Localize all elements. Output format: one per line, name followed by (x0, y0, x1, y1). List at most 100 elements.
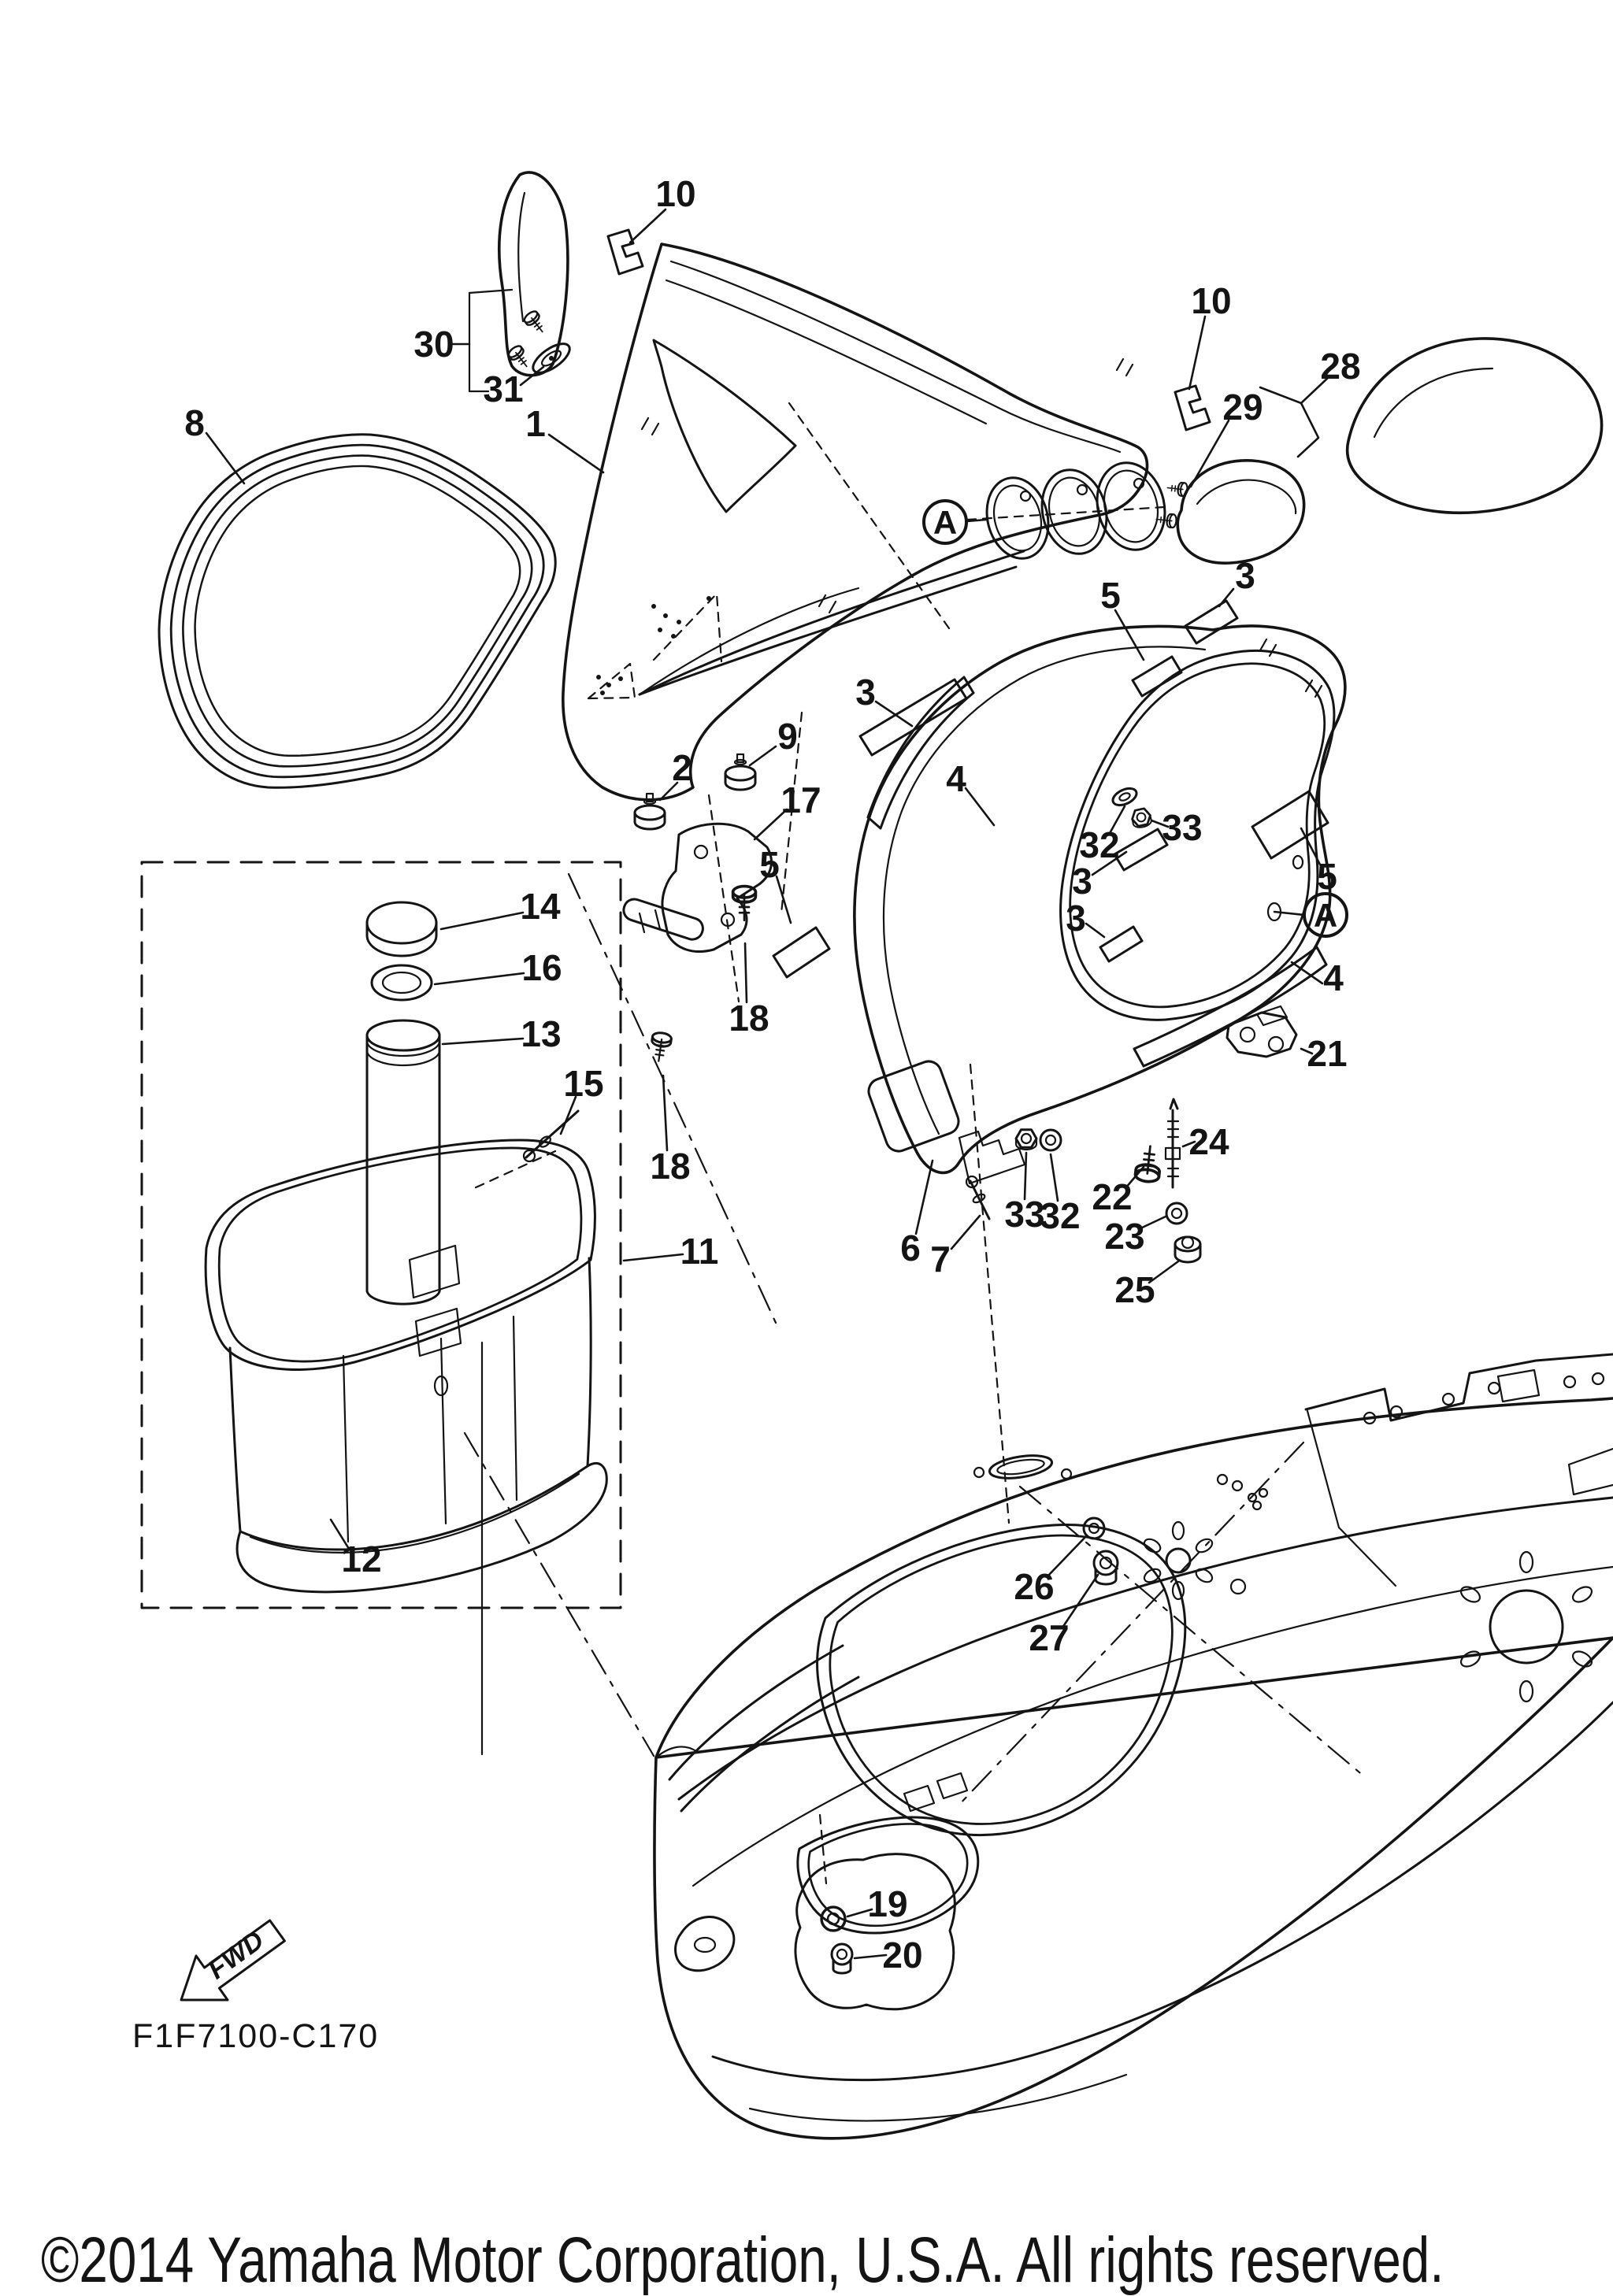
callout-leader (662, 1074, 669, 1152)
pad-5a (1131, 655, 1183, 698)
callout-label-30: 30 (413, 324, 454, 365)
clip-10b (1174, 384, 1211, 431)
callout-leader (1061, 1573, 1099, 1629)
latch-hardware (1133, 1005, 1298, 1264)
deck-fragment (1143, 1353, 1613, 1703)
engine-hood (562, 243, 1189, 802)
clip-10a (606, 228, 644, 276)
callout-leader (439, 911, 525, 931)
callout-label-5: 5 (1317, 856, 1337, 897)
callout-label-3: 3 (1072, 861, 1092, 902)
callout-label-16: 16 (521, 947, 562, 988)
callout-label-5: 5 (1100, 575, 1121, 616)
copyright-line: ©2014 Yamaha Motor Corporation, U.S.A. A… (41, 2224, 1444, 2296)
strip-3c (1113, 828, 1169, 872)
callout-label-4: 4 (1323, 957, 1344, 998)
callout-label-18: 18 (650, 1146, 690, 1187)
callout-label-23: 23 (1104, 1216, 1144, 1257)
callout-label-2: 2 (672, 747, 692, 788)
callout-label-25: 25 (1114, 1269, 1155, 1310)
trim-4-left (866, 676, 975, 830)
callout-leader (329, 1518, 350, 1550)
callout-label-3: 3 (1235, 555, 1255, 596)
callout-label-21: 21 (1307, 1033, 1347, 1074)
callout-leader (1023, 1151, 1028, 1201)
callout-label-11: 11 (680, 1231, 719, 1272)
callout-leader (1148, 1260, 1180, 1284)
callout-label-3: 3 (855, 672, 876, 713)
callout-leader (1181, 1140, 1196, 1148)
fastener-blob (794, 1853, 956, 2011)
callout-leader (1218, 587, 1235, 608)
callout-label-20: 20 (882, 1935, 922, 1976)
callout-label-4: 4 (946, 758, 966, 799)
fwd-arrow: FWD (180, 1919, 286, 2002)
callout-leader (1150, 819, 1170, 828)
callout-leader (1189, 419, 1230, 488)
callout-label-1: 1 (525, 403, 546, 444)
callout-leader (629, 208, 667, 244)
rivet-7 (965, 1175, 991, 1220)
callout-label-6: 6 (900, 1228, 921, 1268)
callout-label-32: 32 (1040, 1195, 1080, 1236)
callout-label-17: 17 (781, 780, 821, 820)
callout-leader (1085, 922, 1106, 939)
callout-leader (1188, 315, 1207, 391)
callout-leader (1290, 961, 1324, 985)
callout-label-29: 29 (1222, 387, 1263, 428)
callout-leader (743, 942, 748, 1004)
pin-15 (522, 1109, 580, 1163)
callout-leader (433, 972, 525, 986)
grommet-25 (1174, 1235, 1202, 1264)
rear-cowl (1345, 337, 1604, 515)
datum-label-A: A (933, 504, 957, 541)
callout-leader (846, 1908, 873, 1918)
callout-leader (853, 1953, 888, 1960)
callout-leader (559, 1095, 577, 1135)
callout-label-12: 12 (341, 1539, 381, 1579)
callout-leader (1300, 827, 1322, 866)
datum-circle (922, 499, 968, 545)
pad-5b (772, 926, 831, 979)
callout-label-24: 24 (1188, 1121, 1229, 1162)
callout-leader (441, 1037, 525, 1046)
callout-label-15: 15 (563, 1063, 603, 1104)
pad-5c (1251, 790, 1329, 860)
callout-leader (775, 875, 792, 924)
callout-leader (950, 1214, 981, 1250)
callout-label-8: 8 (184, 402, 205, 443)
storage-box-assembly (140, 861, 622, 1609)
deck-frame (853, 599, 1347, 1220)
gauge-discs (966, 461, 1166, 560)
drawing-number: F1F7100-C170 (132, 2017, 380, 2055)
callout-label-13: 13 (521, 1013, 561, 1054)
callout-leader (622, 1253, 684, 1262)
callout-leader (966, 518, 988, 523)
datum-label-A: A (1314, 897, 1337, 934)
callout-label-26: 26 (1014, 1566, 1054, 1607)
callout-leader (547, 433, 605, 474)
hood-texture (587, 357, 1134, 700)
strip-3a (1184, 599, 1239, 645)
callout-label-33: 33 (1162, 807, 1202, 848)
callout-label-19: 19 (867, 1883, 907, 1924)
callout-leader (658, 781, 679, 802)
callout-label-14: 14 (520, 886, 561, 927)
callout-leader (1296, 402, 1320, 458)
callout-leader (1091, 850, 1128, 876)
callout-label-9: 9 (777, 716, 798, 757)
strip-3d (1099, 925, 1144, 963)
trim-4-right (1133, 946, 1328, 1068)
callout-leader (1047, 1534, 1088, 1577)
callout-label-10: 10 (655, 173, 695, 214)
callout-leader (1107, 805, 1126, 836)
mirror-part (1176, 459, 1306, 565)
callout-label-31: 31 (483, 368, 523, 409)
bracket-30-31 (468, 288, 514, 393)
callout-label-18: 18 (729, 998, 769, 1039)
pocket-6 (867, 1060, 960, 1153)
callout-leader (1259, 375, 1331, 405)
